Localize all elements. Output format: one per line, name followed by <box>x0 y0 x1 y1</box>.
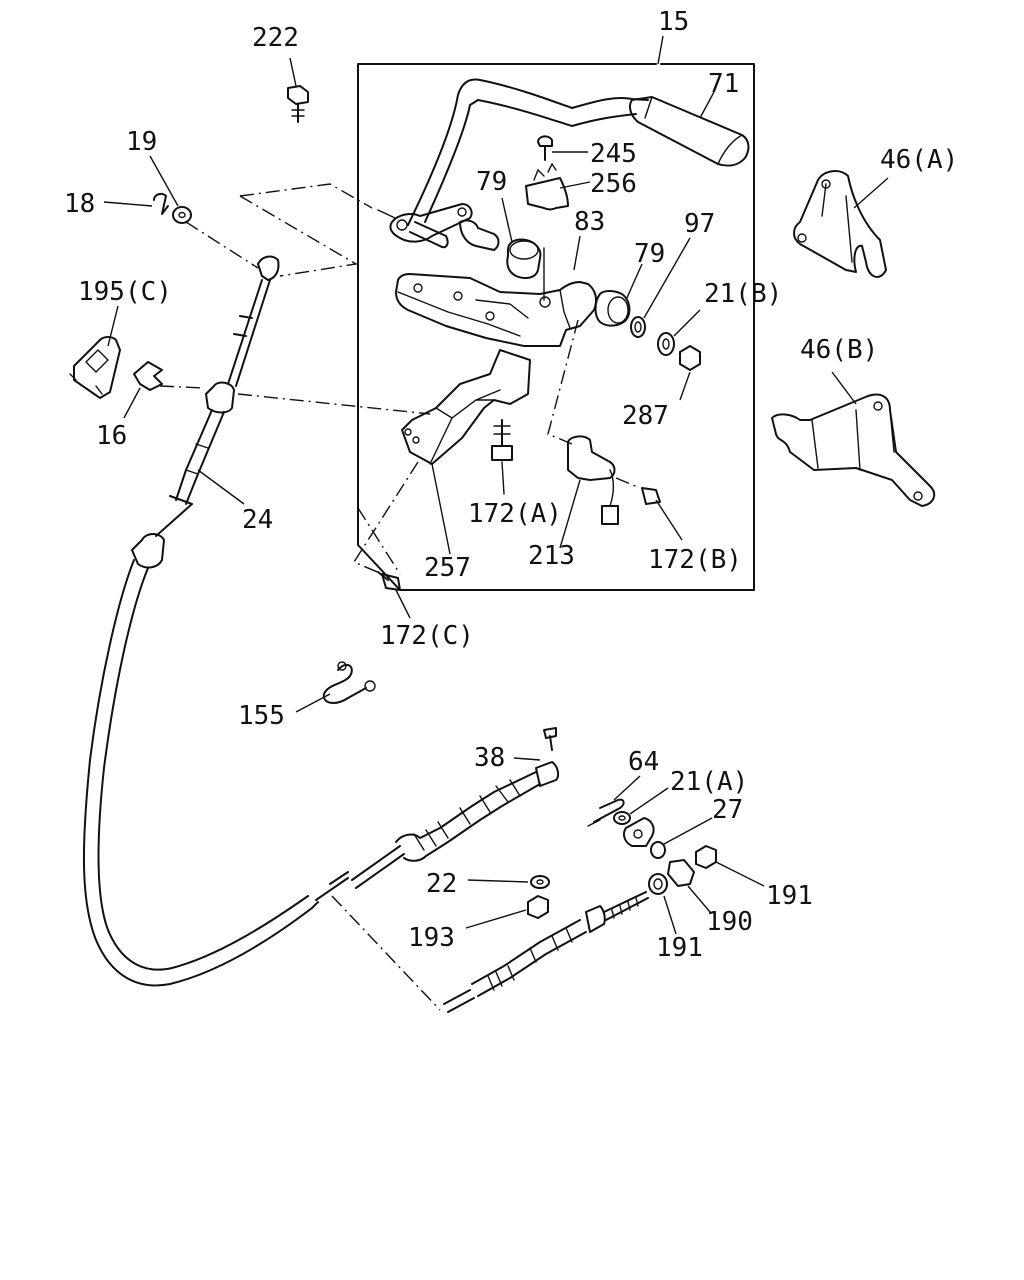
callout-79-right: 79 <box>634 239 665 269</box>
callout-172c: 172(C) <box>380 621 474 651</box>
washer-22 <box>467 875 550 889</box>
callout-190: 190 <box>706 907 753 937</box>
callout-71: 71 <box>708 69 739 99</box>
callout-195c: 195(C) <box>78 277 172 307</box>
bushing-79-left <box>501 197 542 279</box>
callout-16: 16 <box>96 421 127 451</box>
callout-172b: 172(B) <box>648 545 742 575</box>
callout-191-upper: 191 <box>766 881 813 911</box>
bolt-38 <box>543 727 557 751</box>
callout-191-lower: 191 <box>656 933 703 963</box>
bolt-172a <box>491 419 513 495</box>
retainer-195c <box>69 305 121 399</box>
bolt-172c <box>352 461 419 619</box>
bolt-222 <box>287 57 309 123</box>
callout-257: 257 <box>424 553 471 583</box>
bolt-172b <box>615 477 683 541</box>
callout-155: 155 <box>238 701 285 731</box>
washer-19 <box>149 155 192 224</box>
nut-193 <box>465 895 549 929</box>
callout-46b: 46(B) <box>800 335 878 365</box>
callout-193: 193 <box>408 923 455 953</box>
callout-83: 83 <box>574 207 605 237</box>
pivot-link <box>377 203 500 251</box>
cable-transmission-end <box>311 757 560 909</box>
lever-bracket-base <box>395 235 597 347</box>
bracket-46a <box>793 170 889 278</box>
clip-16 <box>123 361 163 419</box>
callout-287: 287 <box>622 401 669 431</box>
nut-191-lower <box>648 873 677 935</box>
control-cable-24 <box>82 255 313 987</box>
callout-24: 24 <box>242 505 273 535</box>
callout-245: 245 <box>590 139 637 169</box>
callout-172a: 172(A) <box>468 499 562 529</box>
bushing-79-right <box>594 263 643 327</box>
callout-27: 27 <box>712 795 743 825</box>
callout-labels: 15 71 222 245 256 79 83 79 97 21(B) 287 … <box>64 7 958 963</box>
callout-64: 64 <box>628 747 659 777</box>
clip-256 <box>525 162 591 211</box>
callout-213: 213 <box>528 541 575 571</box>
washer-21a <box>613 787 669 825</box>
washer-21b <box>657 309 701 356</box>
callout-22: 22 <box>426 869 457 899</box>
pin-64 <box>587 775 641 827</box>
leader-chains <box>159 183 431 415</box>
callout-19: 19 <box>126 127 157 157</box>
nut-191-upper <box>695 845 765 887</box>
callout-38: 38 <box>474 743 505 773</box>
callout-21b: 21(B) <box>704 279 782 309</box>
shift-lever-71 <box>407 78 750 226</box>
callout-21a: 21(A) <box>670 767 748 797</box>
bracket-46b <box>771 371 936 507</box>
clip-18 <box>103 192 169 215</box>
clip-155 <box>295 661 376 713</box>
nut-287 <box>679 345 701 401</box>
callout-18: 18 <box>64 189 95 219</box>
callout-222: 222 <box>252 23 299 53</box>
joint-190 <box>667 859 711 913</box>
callout-15: 15 <box>658 7 689 37</box>
callout-256: 256 <box>590 169 637 199</box>
switch-213 <box>547 319 619 549</box>
callout-97: 97 <box>684 209 715 239</box>
callout-46a: 46(A) <box>880 145 958 175</box>
bracket-257 <box>401 349 531 555</box>
cable-shift-end <box>331 891 649 1013</box>
callout-79-left: 79 <box>476 167 507 197</box>
bracket-27 <box>623 817 713 859</box>
washer-97 <box>630 237 691 338</box>
bolt-245 <box>537 135 588 161</box>
